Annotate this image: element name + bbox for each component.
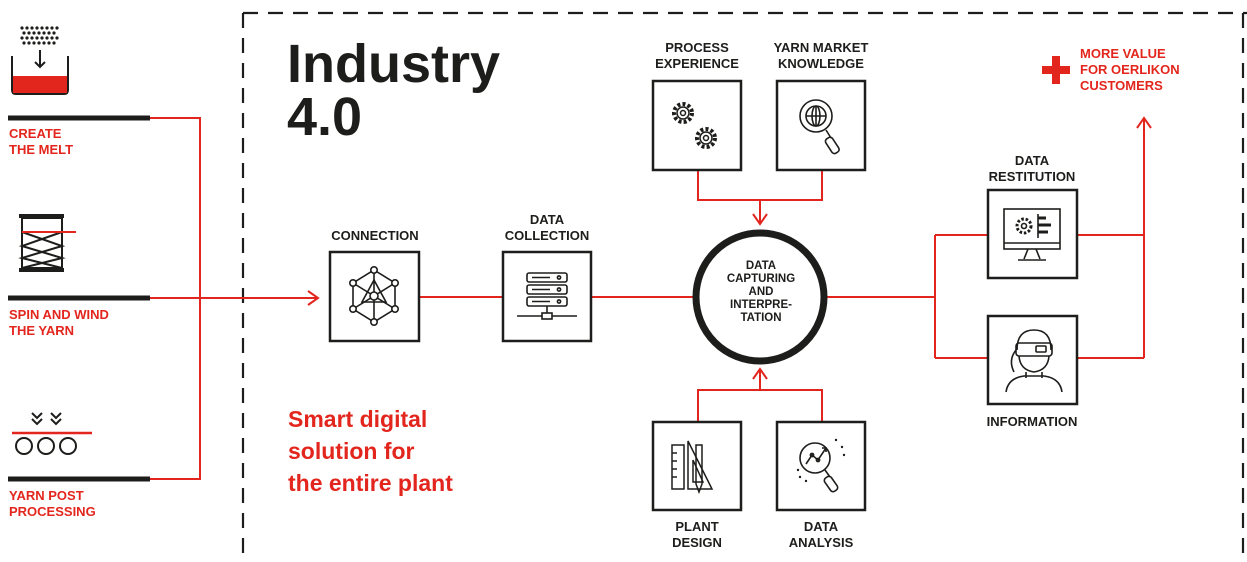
page-title: Industry 4.0 [287, 34, 501, 147]
center-circle [692, 229, 828, 365]
more-value-label: MORE VALUE FOR OERLIKON CUSTOMERS [1080, 46, 1180, 93]
step-create-melt-label: CREATE THE MELT [9, 126, 74, 157]
data-collection-label: DATA COLLECTION [504, 212, 590, 243]
post-processing-rollers-icon [12, 412, 92, 455]
plant-design-label: PLANT DESIGN [672, 519, 722, 550]
step-separators [8, 115, 150, 482]
dashed-frame [241, 11, 1247, 562]
drafting-tools-icon [671, 440, 714, 495]
network-hexagon-icon [348, 265, 399, 326]
server-rack-icon [517, 272, 577, 320]
step-post-processing-label: YARN POST PROCESSING [9, 488, 96, 519]
vr-headset-person-icon [1005, 329, 1063, 393]
information-label: INFORMATION [986, 414, 1078, 429]
step-spin-wind-label: SPIN AND WIND THE YARN [9, 307, 109, 338]
yarn-winder-icon [18, 214, 76, 272]
melt-beaker-icon [11, 26, 69, 95]
process-experience-label: PROCESS EXPERIENCE [655, 40, 739, 71]
yarn-market-knowledge-label: YARN MARKET KNOWLEDGE [773, 40, 869, 71]
tagline: Smart digital solution for the entire pl… [288, 406, 453, 496]
center-circle-label: DATA CAPTURING AND INTERPRE- TATION [726, 260, 796, 324]
plus-icon [1042, 56, 1070, 84]
connection-label: CONNECTION [331, 228, 419, 243]
data-restitution-label: DATA RESTITUTION [988, 153, 1076, 184]
monitor-dashboard-icon [1003, 208, 1061, 261]
data-analysis-label: DATA ANALYSIS [788, 519, 854, 550]
flow-lines [150, 116, 1152, 480]
globe-magnifier-icon [799, 99, 840, 155]
gears-icon [672, 102, 717, 149]
analytics-magnifier-icon [796, 438, 846, 493]
